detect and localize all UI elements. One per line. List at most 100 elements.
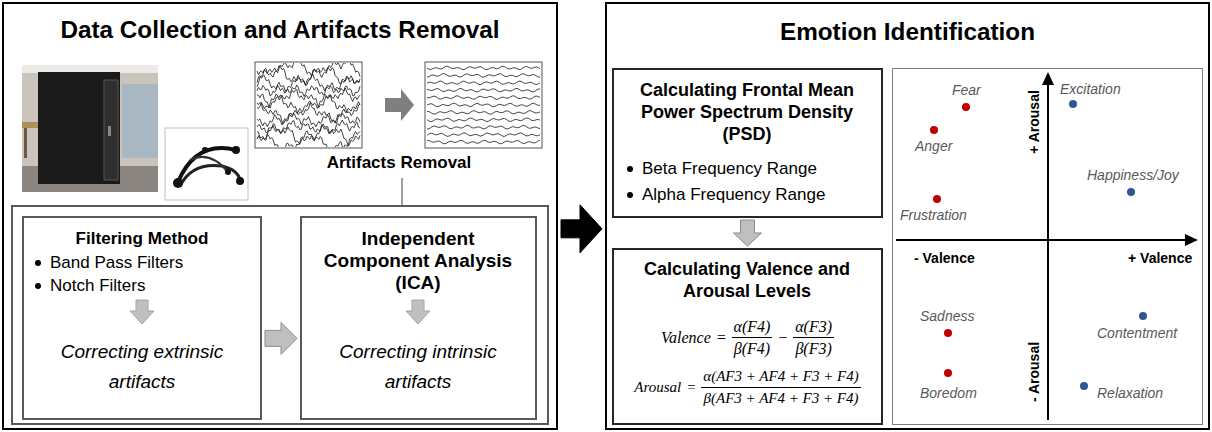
box-heading: Calculating Frontal Mean Power Spectrum …	[622, 79, 872, 145]
formula-term: Valence	[661, 328, 711, 347]
eeg-trace	[427, 111, 540, 115]
formula-term: α(F3)	[793, 317, 834, 338]
emotion-label: Sadness	[920, 308, 974, 324]
clean-eeg	[427, 66, 540, 144]
formula-term: β(AF3 + AF4 + F3 + F4)	[702, 388, 861, 408]
clean-eeg-frame	[425, 62, 542, 148]
axis-label: - Valence	[914, 250, 975, 266]
eeg-trace	[427, 103, 540, 107]
fraction: α(AF3 + AF4 + F3 + F4)β(AF3 + AF4 + F3 +…	[701, 367, 860, 408]
box-heading: Filtering Method	[22, 228, 262, 250]
panel: Calculating Frontal Mean Power Spectrum …	[605, 2, 1210, 430]
emotion-label: Frustration	[900, 207, 967, 223]
eeg-trace	[257, 66, 360, 87]
formula-term: −	[777, 328, 788, 347]
raw-eeg	[257, 63, 360, 147]
axis-arrowhead	[1042, 72, 1054, 85]
photo-door-handle	[108, 126, 111, 136]
flow-arrow	[561, 205, 602, 253]
leader-line	[401, 178, 403, 206]
box-heading: Calculating Valence and Arousal Levels	[622, 258, 872, 302]
bullet-item: Band Pass Filters	[50, 253, 183, 273]
bullet-item: Notch Filters	[50, 276, 145, 296]
headset-electrode	[232, 146, 240, 154]
eeg-trace	[427, 118, 540, 121]
photo-ceiling	[22, 65, 158, 73]
emotion-label: Fear	[952, 82, 981, 98]
formula-term: =	[716, 328, 727, 347]
chart-box: + Arousal - Valence + Valence - Arousal Fear…	[892, 68, 1203, 425]
flow-arrow	[734, 220, 762, 246]
eeg-trace	[427, 140, 540, 144]
down-arrow	[130, 300, 154, 324]
valence-axis	[896, 239, 1188, 241]
down-arrow	[406, 300, 430, 324]
panel: Filtering MethodBand Pass FiltersNotch F…	[2, 2, 558, 430]
photo-booth	[38, 72, 120, 184]
headset-electrode	[236, 177, 244, 185]
process-arrow	[385, 89, 414, 121]
negative-point	[933, 195, 941, 203]
axis-label: + Valence	[1128, 250, 1192, 266]
headset-electrode	[173, 178, 183, 188]
photo-wall	[22, 65, 158, 192]
booth-photo	[22, 65, 158, 192]
formula: Arousal = α(AF3 + AF4 + F3 + F4)β(AF3 + AF…	[614, 367, 881, 408]
formula-term: α(F4)	[732, 317, 773, 338]
formula-term: Arousal	[634, 378, 681, 397]
panel-title: Emotion Identification	[605, 16, 1210, 48]
eeg-trace	[427, 66, 540, 69]
eeg-trace	[427, 96, 540, 99]
bullet-item: Beta Frequency Range	[642, 159, 817, 179]
eeg-trace	[257, 63, 360, 78]
axis-label: + Arousal	[1026, 90, 1042, 154]
headset-band	[190, 157, 228, 172]
eeg-trace	[427, 125, 540, 128]
emotion-label: Happiness/Joy	[1087, 167, 1179, 183]
emotion-label: Excitation	[1060, 81, 1121, 97]
positive-point	[1069, 100, 1077, 108]
result-text: Correcting intrinsic artifacts	[318, 337, 518, 397]
flow-arrow	[265, 322, 297, 354]
process-box: Calculating Frontal Mean Power Spectrum …	[612, 68, 883, 218]
formula-term: β(F4)	[732, 338, 772, 358]
bullet-item: Alpha Frequency Range	[642, 185, 825, 205]
negative-point	[930, 126, 938, 134]
eeg-trace	[257, 125, 360, 146]
positive-point	[1127, 188, 1135, 196]
part-label: Artifacts Removal	[327, 153, 472, 173]
formula: Valence = α(F4)β(F4)−α(F3)β(F3)	[614, 317, 881, 358]
positive-point	[1139, 312, 1147, 320]
eeg-trace	[427, 88, 540, 91]
eeg-trace	[427, 81, 540, 84]
fraction: α(F4)β(F4)	[732, 317, 773, 358]
headset-frame	[165, 128, 248, 200]
negative-point	[944, 369, 952, 377]
headset-band	[180, 165, 240, 186]
emotion-label: Boredom	[920, 385, 977, 401]
headset-electrode	[225, 169, 231, 175]
arousal-axis	[1047, 82, 1049, 420]
emotion-label: Contentment	[1097, 325, 1177, 341]
eeg-headset	[165, 128, 248, 200]
photo-table-leg	[24, 128, 27, 158]
panel-title: Data Collection and Artifacts Removal	[2, 14, 558, 46]
axis-label: - Arousal	[1026, 342, 1042, 402]
process-box: Filtering MethodBand Pass FiltersNotch F…	[22, 216, 262, 420]
eeg-trace	[257, 88, 360, 108]
negative-point	[962, 103, 970, 111]
emotion-label: Anger	[915, 138, 952, 154]
formula-term: =	[686, 378, 696, 397]
bullet-dot	[627, 166, 633, 172]
photo-window	[122, 84, 158, 158]
photo-booth-door	[104, 80, 118, 180]
method-container	[12, 206, 548, 424]
eeg-trace	[427, 74, 540, 78]
bullet-dot	[627, 192, 633, 198]
formula-term: β(F3)	[793, 338, 833, 358]
bullet-dot	[35, 260, 41, 266]
eeg-trace	[427, 133, 540, 136]
axis-arrowhead	[1185, 234, 1198, 246]
formula-term: α(AF3 + AF4 + F3 + F4)	[701, 367, 860, 388]
